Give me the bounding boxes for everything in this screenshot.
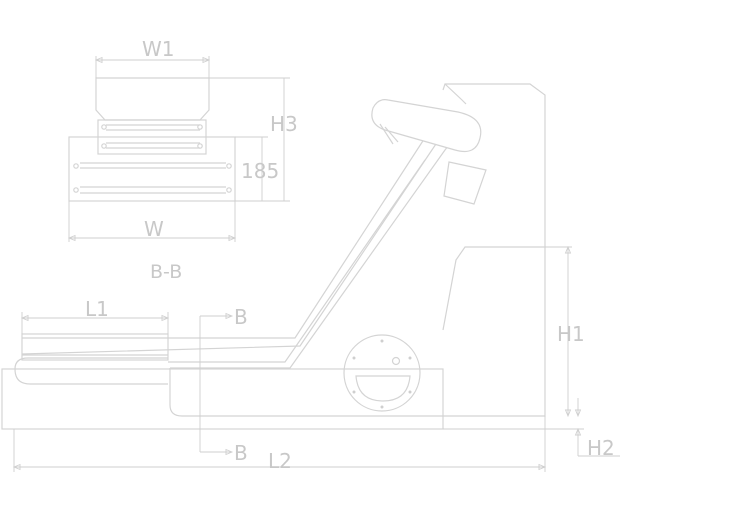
label-185: 185 [241, 159, 279, 183]
label-l2: L2 [268, 449, 292, 473]
round-cover [343, 334, 421, 412]
label-h2: H2 [587, 436, 615, 460]
label-h3: H3 [270, 112, 298, 136]
label-section-marker-bottom: B [234, 441, 248, 465]
section-view-b-b [67, 56, 290, 242]
label-w1: W1 [142, 37, 175, 61]
label-l1: L1 [85, 297, 109, 321]
label-h1: H1 [557, 322, 585, 346]
label-section-marker-top: B [234, 305, 248, 329]
side-view [1, 83, 620, 472]
label-section-b-b: B-B [150, 261, 182, 283]
label-w: W [144, 217, 164, 241]
